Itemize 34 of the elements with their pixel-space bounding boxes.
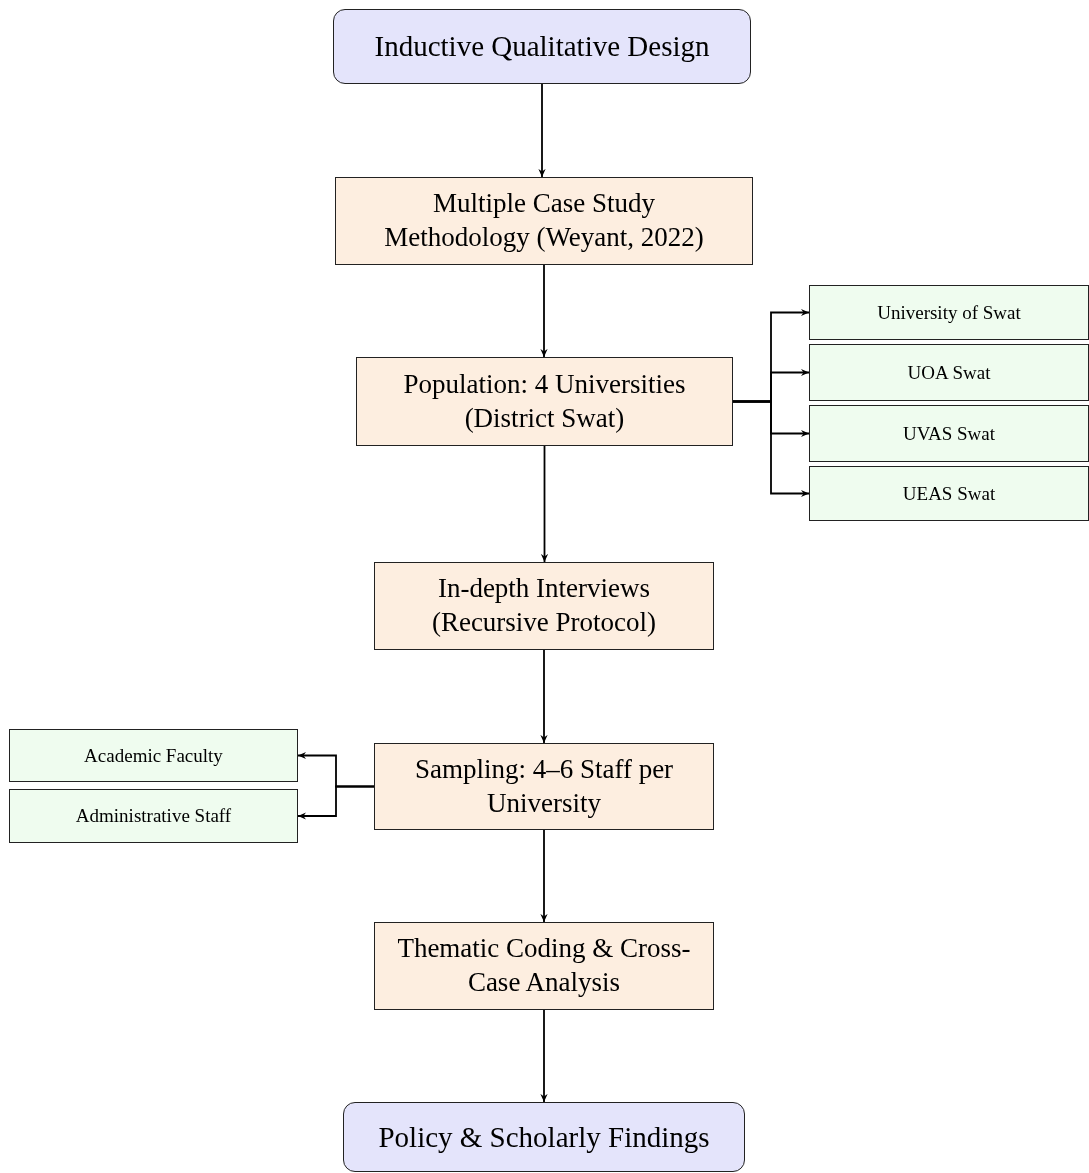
process-box xyxy=(374,743,714,830)
terminal-box xyxy=(343,1102,745,1172)
node-label: Administrative Staff xyxy=(75,804,232,828)
node-label: Inductive Qualitative Design xyxy=(374,29,710,65)
arrow xyxy=(540,829,548,923)
process-box xyxy=(374,562,714,650)
category-box xyxy=(809,405,1089,462)
arrow xyxy=(540,649,548,744)
node-label: Sampling: 4–6 Staff per University xyxy=(413,752,675,820)
arrow xyxy=(538,83,546,178)
node-label: In-depth Interviews (Recursive Protocol) xyxy=(430,572,658,639)
node-label: Academic Faculty xyxy=(84,743,223,768)
node-label: UVAS Swat xyxy=(903,421,995,446)
node-label: Population: 4 Universities (District Swat) xyxy=(402,367,687,435)
node-label: Multiple Case Study Methodology (Weyant, 2022) xyxy=(383,187,705,254)
arrow xyxy=(297,785,375,820)
process-box xyxy=(335,177,753,265)
node-label: Policy & Scholarly Findings xyxy=(378,1119,710,1155)
category-box xyxy=(9,729,298,782)
category-box xyxy=(809,344,1089,401)
node-label: Thematic Coding & Cross-Case Analysis xyxy=(396,932,692,999)
node-label: UEAS Swat xyxy=(902,481,996,506)
arrow xyxy=(732,400,810,498)
category-box xyxy=(809,285,1089,340)
process-box xyxy=(374,922,714,1010)
node-label: University of Swat xyxy=(877,300,1021,325)
category-box xyxy=(809,466,1089,521)
category-box xyxy=(9,789,298,843)
process-box xyxy=(356,357,733,446)
arrow xyxy=(540,264,548,358)
terminal-box xyxy=(333,9,751,84)
arrow xyxy=(540,445,549,563)
node-label: UOA Swat xyxy=(907,360,991,385)
arrow xyxy=(540,1009,548,1103)
